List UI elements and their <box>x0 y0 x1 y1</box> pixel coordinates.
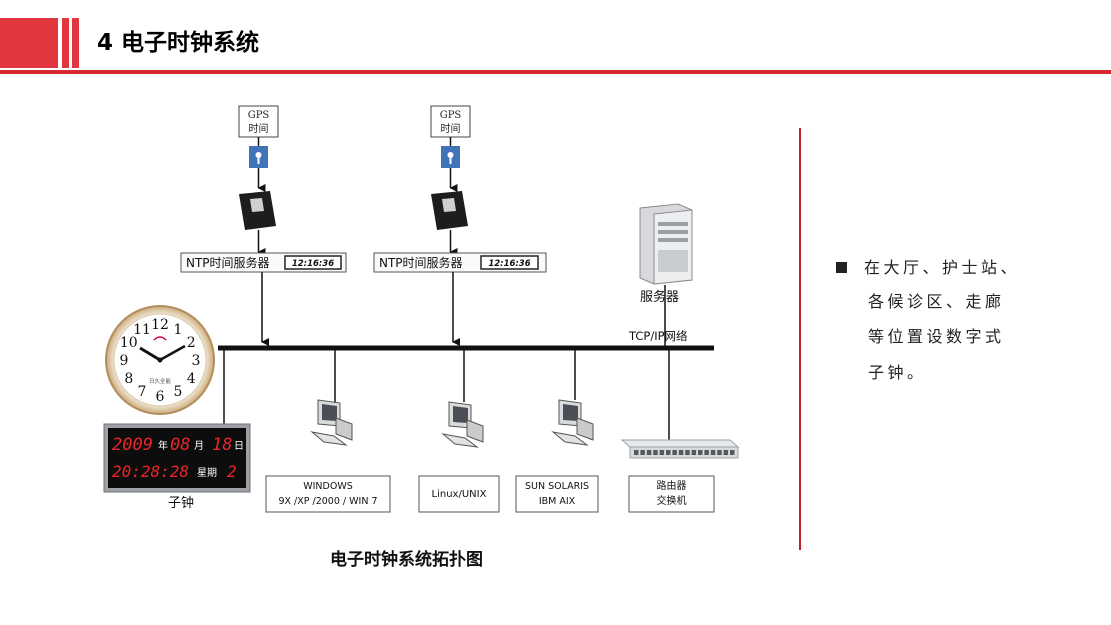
gps-chain-1: GPS 时间 <box>238 105 279 256</box>
clock-brand: 日久全能 <box>149 377 172 385</box>
bullet-line-3: 等位置设数字式 <box>868 327 1005 346</box>
clock-number: 11 <box>133 322 151 338</box>
switch-port <box>691 450 697 455</box>
clock-number: 6 <box>156 389 165 405</box>
header-accent-stripe <box>62 18 69 68</box>
switch-port <box>640 450 645 455</box>
clock-number: 1 <box>174 322 183 338</box>
network-label: TCP/IP网络 <box>628 329 688 343</box>
clock-number: 9 <box>120 353 129 369</box>
led-clock: 2009 年 08 月 18 日 20:28:28 星期 2 <box>103 423 251 493</box>
gps-label-bottom: 时间 <box>249 122 269 135</box>
clock-caption: 子钟 <box>168 495 194 511</box>
led-day: 18 <box>212 435 232 455</box>
led-month: 08 <box>170 435 190 455</box>
ntp-server-2: NTP时间服务器 12:16:36 <box>373 252 547 346</box>
client-line1: WINDOWS <box>303 481 353 492</box>
client-line2: IBM AIX <box>539 496 576 507</box>
switch-port <box>685 450 690 455</box>
client-line1: 路由器 <box>657 479 687 492</box>
led-day-unit: 日 <box>234 441 244 452</box>
switch-icon <box>620 439 740 459</box>
switch-port <box>723 450 729 455</box>
client-box-sun: SUN SOLARIS IBM AIX <box>515 475 599 513</box>
gps-receiver-icon <box>239 191 276 230</box>
pc-icon <box>551 399 594 446</box>
bullet-line-1: 在大厅、护士站、 <box>864 258 1021 277</box>
server-icon <box>639 203 693 285</box>
client-line2: 9X /XP /2000 / WIN 7 <box>278 496 377 507</box>
client-line1: Linux/UNIX <box>432 489 487 500</box>
gps-label-top: GPS <box>248 110 270 121</box>
switch-port <box>704 450 709 455</box>
header-accent-block <box>0 18 58 68</box>
switch-port <box>646 450 652 455</box>
client-box-router: 路由器 交换机 <box>628 475 715 513</box>
diagram-caption: 电子时钟系统拓扑图 <box>330 550 483 570</box>
led-year: 2009 <box>112 435 153 455</box>
header-rule <box>0 70 1111 74</box>
clock-number: 8 <box>124 371 133 387</box>
switch-port <box>653 450 658 455</box>
led-time: 20:28:28 <box>112 462 189 481</box>
gps-label-bottom: 时间 <box>441 122 461 135</box>
gps-label-top: GPS <box>440 110 462 121</box>
clock-number: 5 <box>174 384 183 400</box>
clock-number: 7 <box>138 384 147 400</box>
client-line1: SUN SOLARIS <box>525 481 589 492</box>
ntp-label: NTP时间服务器 <box>186 255 270 270</box>
ntp-display: 12:16:36 <box>292 259 334 269</box>
led-month-unit: 月 <box>194 440 204 452</box>
server-label: 服务器 <box>640 289 679 305</box>
client-line2: 交换机 <box>657 494 687 507</box>
switch-port <box>710 450 716 455</box>
switch-port <box>634 450 639 455</box>
switch-port <box>730 450 735 455</box>
switch-port <box>678 450 684 455</box>
bullet-line-2: 各候诊区、走廊 <box>868 292 1005 311</box>
clock-number: 3 <box>192 353 201 369</box>
clock-number: 4 <box>187 371 196 387</box>
clock-number: 10 <box>120 335 138 351</box>
bullet-marker-icon <box>836 262 847 273</box>
led-year-unit: 年 <box>158 439 168 452</box>
led-weekday: 2 <box>227 462 237 481</box>
led-weekday-label: 星期 <box>197 467 217 479</box>
gps-receiver-icon <box>431 191 468 230</box>
page-title: 4 电子时钟系统 <box>97 30 260 56</box>
ntp-display: 12:16:36 <box>488 259 530 269</box>
topology-diagram: GPS 时间 NTP时间服务器 12:16:36 GPS 时间 <box>103 105 740 513</box>
header-accent-stripe <box>72 18 79 68</box>
ntp-label: NTP时间服务器 <box>379 255 463 270</box>
pc-icon <box>310 399 353 446</box>
switch-port <box>672 450 677 455</box>
bullet-line-4: 子钟。 <box>868 363 927 382</box>
switch-port <box>659 450 665 455</box>
gps-chain-2: GPS 时间 <box>430 105 471 256</box>
switch-port <box>666 450 671 455</box>
column-divider <box>799 128 801 550</box>
ntp-server-1: NTP时间服务器 12:16:36 <box>180 252 347 346</box>
clock-number: 2 <box>187 335 196 351</box>
pc-icon <box>441 401 484 448</box>
switch-port <box>717 450 722 455</box>
client-box-windows: WINDOWS 9X /XP /2000 / WIN 7 <box>265 475 391 513</box>
switch-port <box>698 450 703 455</box>
clock-number: 12 <box>151 317 169 333</box>
client-box-linux: Linux/UNIX <box>418 475 500 513</box>
